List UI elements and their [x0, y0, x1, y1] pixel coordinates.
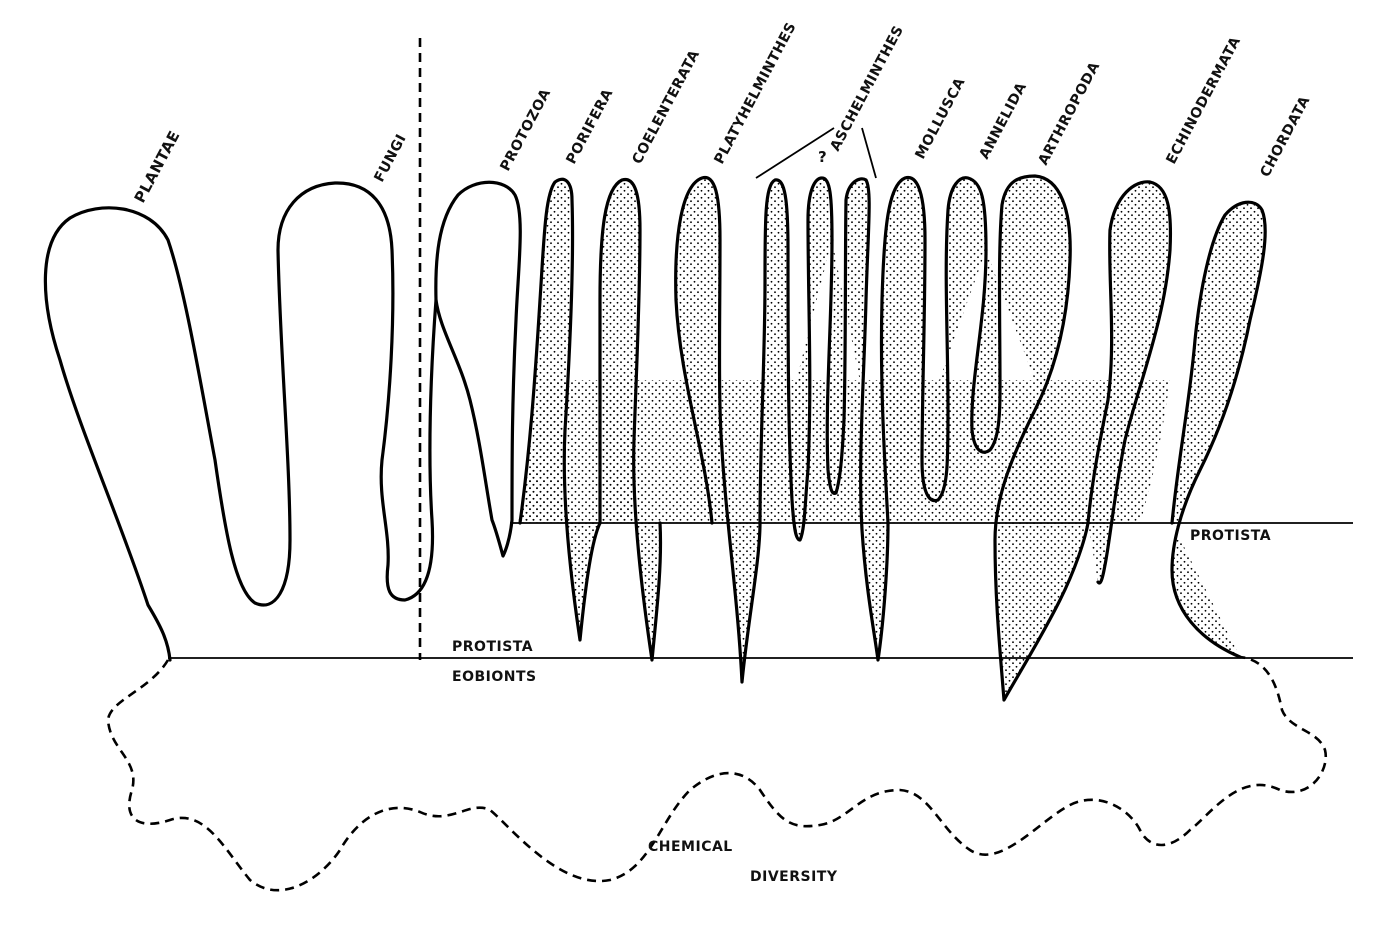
- label-chemical: CHEMICAL: [648, 839, 733, 855]
- chemical-diversity-boundary: [106, 655, 1328, 892]
- label-echinodermata: ECHINODERMATA: [1163, 34, 1244, 167]
- label-aschelminthes-query: ?: [818, 148, 827, 166]
- label-plantae: PLANTAE: [131, 128, 184, 206]
- label-arthropoda: ARTHROPODA: [1035, 59, 1103, 168]
- label-chordata: CHORDATA: [1257, 93, 1313, 179]
- label-coelenterata: COELENTERATA: [629, 47, 703, 167]
- label-fungi: FUNGI: [371, 132, 409, 185]
- label-protista-upper: PROTISTA: [1190, 528, 1271, 544]
- annelida-outline: [970, 174, 1090, 702]
- label-platyhelminthes: PLATYHELMINTHES: [711, 20, 799, 167]
- chordata-outline: [1170, 200, 1267, 659]
- label-annelida: ANNELIDA: [976, 80, 1030, 162]
- protozoa-outline: [434, 180, 522, 558]
- echinodermata-outline: [1086, 180, 1173, 585]
- label-protista-lower: PROTISTA: [452, 639, 533, 655]
- mollusca-outline: [879, 175, 988, 525]
- label-porifera: PORIFERA: [563, 86, 616, 167]
- plantae-fungi-outline: [43, 181, 438, 662]
- aschelminthes-bracket-left: [755, 127, 835, 179]
- platyhelminthes-outline: [674, 175, 762, 684]
- label-eobionts: EOBIONTS: [452, 669, 537, 685]
- label-diversity: DIVERSITY: [750, 869, 838, 885]
- porifera-outline: [518, 177, 602, 642]
- label-protozoa: PROTOZOA: [497, 86, 554, 174]
- aschelminthes-bracket-right: [861, 127, 877, 179]
- aschelminthes-branch-1-outline: [758, 176, 834, 542]
- label-aschelminthes: ASCHELMINTHES: [827, 23, 907, 154]
- coelenterata-outline: [598, 177, 663, 662]
- label-mollusca: MOLLUSCA: [912, 75, 968, 162]
- aschelminthes-branch-2-outline: [825, 177, 890, 662]
